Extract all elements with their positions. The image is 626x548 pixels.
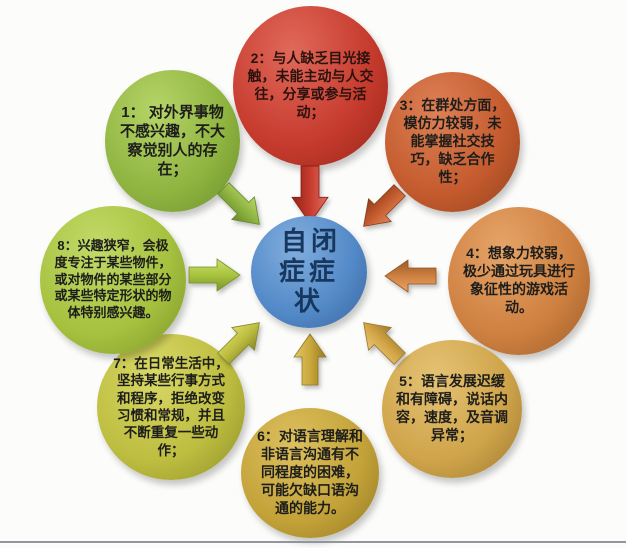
symptom-bubble-3: 3：在群处方面，模仿力较弱，未能掌握社交技巧，缺乏合作性； — [385, 72, 520, 212]
symptom-text-3: 3：在群处方面，模仿力较弱，未能掌握社交技巧，缺乏合作性； — [399, 97, 506, 185]
symptom-text-2: 2：与人缺乏目光接触，未能主动与人交往，分享或参与活动； — [247, 50, 374, 120]
arrow-from-symptom-4-icon — [384, 259, 437, 293]
arrow-from-symptom-6-icon — [293, 333, 327, 386]
symptom-text-8: 8：兴趣狭窄，会极度专注于某些物件，或对物件的某些部分或某些特定形状的物体特别感… — [54, 238, 172, 320]
symptom-bubble-8: 8：兴趣狭窄，会极度专注于某些物件，或对物件的某些部分或某些特定形状的物体特别感… — [40, 206, 186, 354]
symptom-bubble-6: 6：对语言理解和非语言沟通有不同程度的困难，可能欠缺口语沟通的能力。 — [241, 408, 379, 538]
symptom-bubble-2: 2：与人缺乏目光接触，未能主动与人交往，分享或参与活动； — [233, 6, 388, 166]
symptom-bubble-5: 5：语言发展迟缓和有障碍，说话内容，速度，及音调异常； — [382, 340, 522, 478]
symptom-bubble-7: 7：在日常生活中，坚持某些行事方式和程序，拒绝改变习惯和常规，并且不断重复一些动… — [97, 334, 245, 480]
arrow-from-symptom-2-icon — [291, 165, 329, 224]
symptom-text-1: 1： 对外界事物不感兴趣，不大察觉别人的存在； — [119, 103, 225, 179]
symptom-bubble-1: 1： 对外界事物不感兴趣，不大察觉别人的存在； — [105, 70, 240, 212]
symptom-bubble-4: 4：想象力较弱，极少通过玩具进行象征性的游戏活动。 — [448, 207, 590, 355]
bottom-divider — [0, 541, 626, 543]
symptom-text-6: 6：对语言理解和非语言沟通有不同程度的困难，可能欠缺口语沟通的能力。 — [257, 428, 363, 516]
center-topic-label: 自闭 症症 状 — [278, 226, 341, 316]
symptom-text-5: 5：语言发展迟缓和有障碍，说话内容，速度，及音调异常； — [396, 373, 508, 443]
symptom-text-7: 7：在日常生活中，坚持某些行事方式和程序，拒绝改变习惯和常规，并且不断重复一些动… — [113, 356, 229, 458]
center-topic-bubble: 自闭 症症 状 — [251, 216, 367, 328]
symptom-text-4: 4：想象力较弱，极少通过玩具进行象征性的游戏活动。 — [463, 245, 575, 315]
arrow-from-symptom-8-icon — [188, 258, 241, 292]
